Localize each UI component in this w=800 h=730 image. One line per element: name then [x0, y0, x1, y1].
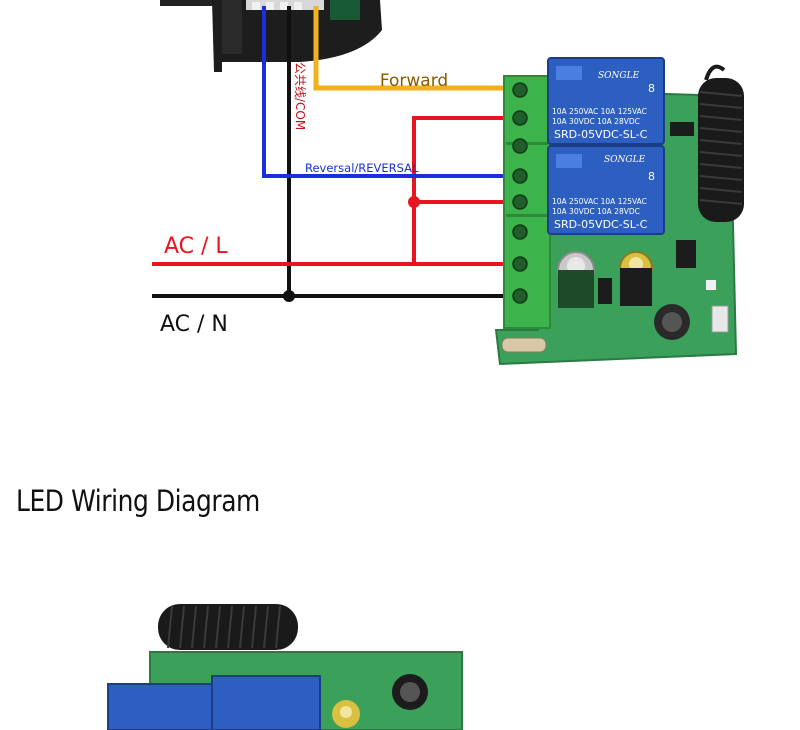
relay-pin: 8	[648, 170, 655, 183]
capacitor	[619, 251, 653, 306]
forward-label: Forward	[380, 71, 448, 91]
chip	[676, 240, 696, 268]
push-button	[711, 305, 729, 333]
live-branch	[412, 116, 520, 264]
capacitor	[392, 674, 428, 710]
forward-wire	[313, 6, 520, 91]
bottom-board	[107, 604, 463, 730]
led	[706, 280, 716, 290]
reversal-label: Reversal/REVERSAL	[305, 161, 419, 175]
wires	[152, 6, 520, 298]
capacitor	[557, 251, 595, 308]
relay-1: SONGLE 8 10A 250VAC 10A 125VAC 10A 30VDC…	[547, 57, 665, 145]
reversal-wire	[262, 6, 520, 178]
antenna-coil	[158, 604, 298, 650]
relay-1	[107, 683, 215, 730]
relay-rating: 10A 250VAC 10A 125VAC	[552, 197, 647, 206]
ac-l-label: AC / L	[164, 234, 228, 259]
receiver-board: SONGLE 8 10A 250VAC 10A 125VAC 10A 30VDC…	[494, 57, 744, 366]
relay-2: SONGLE 8 10A 250VAC 10A 125VAC 10A 30VDC…	[547, 145, 665, 235]
relay-rating: 10A 250VAC 10A 125VAC	[552, 107, 647, 116]
resistor	[501, 337, 547, 353]
relay-pin: 8	[648, 82, 655, 95]
relay-rating: 10A 30VDC 10A 28VDC	[552, 117, 640, 126]
relay-brand: SONGLE	[598, 71, 640, 81]
inductor	[654, 304, 690, 340]
motor	[160, 0, 382, 72]
relay-rating: 10A 30VDC 10A 28VDC	[552, 207, 640, 216]
relay-model: SRD-05VDC-SL-C	[554, 128, 648, 141]
chip	[670, 122, 694, 136]
antenna-coil	[698, 64, 744, 222]
terminal-block	[503, 75, 551, 329]
relay-brand: SONGLE	[604, 155, 646, 165]
junction-dot	[408, 196, 420, 208]
capacitor	[332, 700, 360, 728]
junction-dot	[283, 290, 295, 302]
ac-n-label: AC / N	[160, 312, 228, 337]
section-title: LED Wiring Diagram	[16, 484, 260, 518]
relay-model: SRD-05VDC-SL-C	[554, 218, 648, 231]
com-label: 公共线/COM	[293, 62, 307, 130]
relay-2	[211, 675, 321, 730]
transistor	[598, 278, 612, 304]
